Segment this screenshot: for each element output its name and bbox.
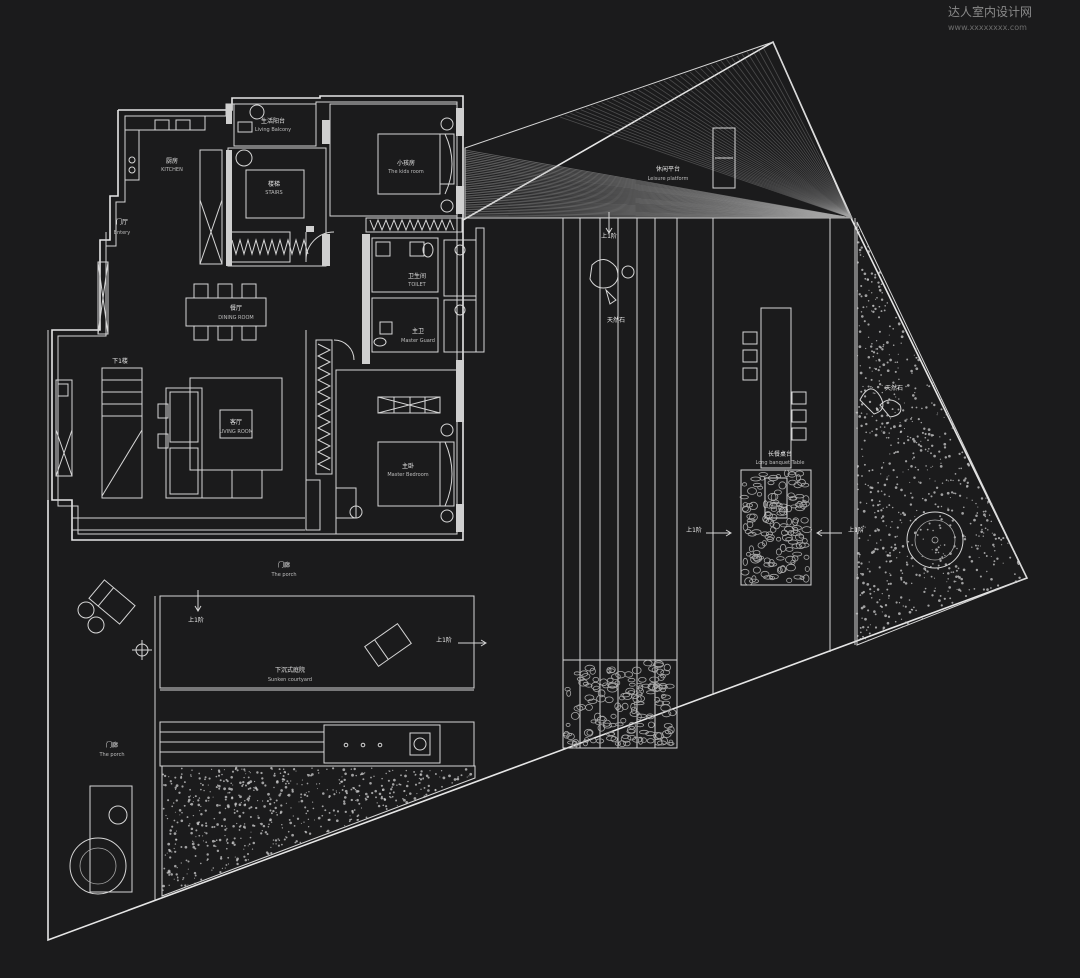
leisure-platform-label-en: Leisure platform <box>648 176 689 182</box>
rockery-2-label: 天然石 <box>885 384 903 392</box>
living-label-cn: 客厅 <box>230 418 242 426</box>
porch-2-label-en: The porch <box>99 752 125 758</box>
living-balcony-label-cn: 生活阳台 <box>261 117 285 125</box>
master-guard-label-en: Master Guard <box>401 338 435 344</box>
toilet-label-en: TOILET <box>407 282 426 288</box>
watermark: 达人室内设计网 www.xxxxxxxx.com <box>948 4 1032 32</box>
master-bedroom-label-en: Master Bedroom <box>387 472 428 478</box>
porch-1-label-cn: 门廊 <box>278 561 290 569</box>
toilet-label-cn: 卫生间 <box>408 272 426 280</box>
down-stairs-label: 下1楼 <box>112 357 128 365</box>
gravel-areas <box>161 221 1028 897</box>
kitchen-label-en: KITCHEN <box>161 167 183 173</box>
stairs-label-cn: 楼梯 <box>268 180 280 188</box>
site-boundary <box>47 40 1029 942</box>
rockery-1-label: 天然石 <box>607 316 625 324</box>
banquet-label-en: Long banquet Table <box>756 460 805 466</box>
porch-2-label-cn: 门廊 <box>106 741 118 749</box>
up-arrow-4-label: 上1阶 <box>686 526 702 534</box>
up-arrow-1-label: 上1阶 <box>188 616 204 624</box>
sunken-courtyard <box>69 579 475 900</box>
porch-1-label-en: The porch <box>271 572 297 578</box>
kids-room-label-en: The kids room <box>387 169 424 175</box>
up-arrow-2-label: 上1阶 <box>436 636 452 644</box>
entery-label-cn: 门厅 <box>116 218 128 226</box>
leisure-platform-label-cn: 休闲平台 <box>656 165 680 173</box>
watermark-title: 达人室内设计网 <box>948 4 1032 19</box>
banquet-label-cn: 长餐桌台 <box>768 450 792 458</box>
stairs-label-en: STAIRS <box>265 190 282 196</box>
up-arrow-5-label: 上1阶 <box>848 526 864 534</box>
house-plan <box>51 95 485 541</box>
room-labels: 生活阳台 Living Balcony 厨房 KITCHEN 楼梯 STAIRS… <box>99 117 904 758</box>
kitchen-label-cn: 厨房 <box>166 157 178 165</box>
step-arrows <box>194 212 842 647</box>
master-bedroom-label-cn: 主卧 <box>402 462 414 470</box>
kids-room-label-cn: 小孩房 <box>397 159 415 167</box>
living-balcony-label-en: Living Balcony <box>255 127 291 133</box>
leisure-platform <box>464 41 853 219</box>
garden-strips <box>562 218 856 749</box>
dining-label-cn: 餐厅 <box>230 304 242 312</box>
watermark-url: www.xxxxxxxx.com <box>948 23 1027 32</box>
up-arrow-3-label: 上1阶 <box>601 232 617 240</box>
master-guard-label-cn: 主卫 <box>412 327 424 335</box>
sunken-courtyard-label-en: Sunken courtyard <box>268 677 312 683</box>
entery-label-en: Entery <box>114 230 130 236</box>
living-label-en: LIVING ROOM <box>219 429 253 435</box>
dining-label-en: DINING ROOM <box>218 315 253 321</box>
sunken-courtyard-label-cn: 下沉式庭院 <box>275 666 305 674</box>
